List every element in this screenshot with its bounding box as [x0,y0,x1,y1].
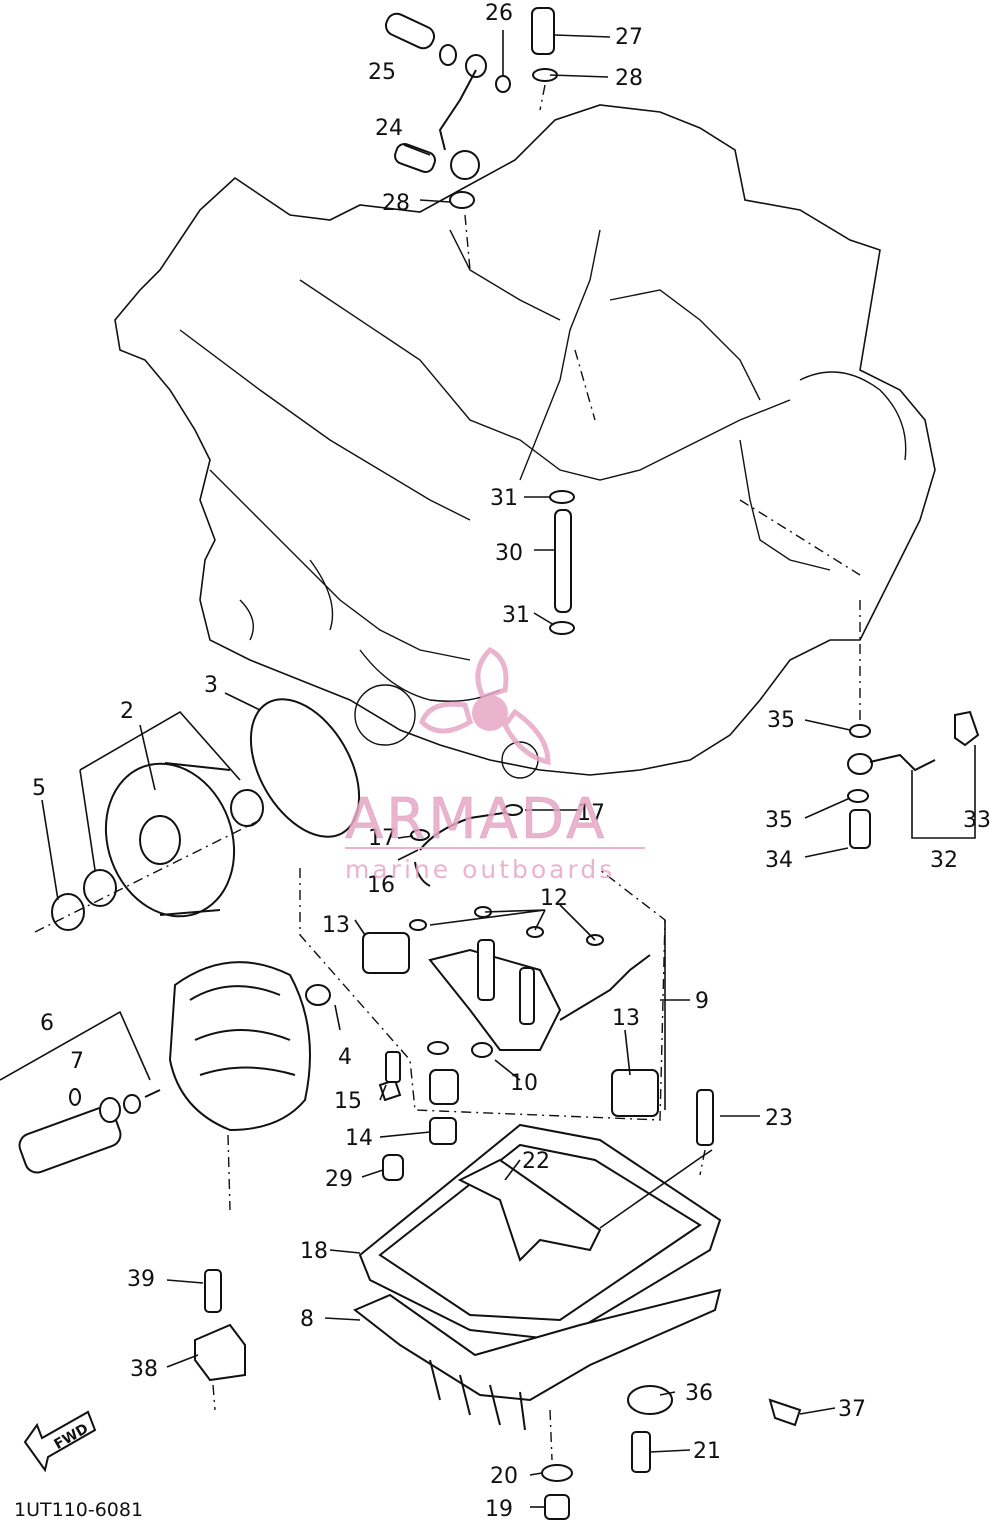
callout-39: 39 [127,1267,155,1292]
armada-watermark: ARMADA marine outboards [345,646,645,884]
drain-hardware [194,1154,802,1520]
drawing-code: 1UT110-6081 [14,1499,143,1521]
callout-13-left: 13 [322,913,350,938]
callout-28-top: 28 [615,66,643,91]
callout-34: 34 [765,848,793,873]
callout-5: 5 [32,776,46,801]
callout-35-top: 35 [767,708,795,733]
propeller-logo-icon [419,646,551,766]
oil-delivery-pipe [847,600,980,849]
callout-10: 10 [510,1071,538,1096]
oil-filter-assembly [34,698,361,933]
callout-27: 27 [615,25,643,50]
breather-assembly [384,7,558,271]
callout-30: 30 [495,541,523,566]
callout-4: 4 [338,1045,352,1070]
leader-lines [41,30,851,1508]
callout-2: 2 [120,699,134,724]
engine-block [114,104,936,779]
callout-labels: 26 27 25 28 24 28 31 30 31 3 2 35 5 17 1… [14,1,990,1522]
fwd-arrow-icon: FWD [23,1410,97,1473]
watermark-brand: ARMADA [345,787,607,852]
callout-16: 16 [367,873,395,898]
callout-22: 22 [522,1149,550,1174]
callout-12: 12 [540,886,568,911]
callout-19: 19 [485,1497,513,1522]
callout-15: 15 [334,1089,362,1114]
callout-17-left: 17 [368,826,396,851]
callout-28-mid: 28 [382,191,410,216]
callout-24: 24 [375,116,403,141]
callout-38: 38 [130,1357,158,1382]
oil-cooler-cover [0,961,331,1211]
callout-8: 8 [300,1307,314,1332]
callout-23: 23 [765,1106,793,1131]
callout-26: 26 [485,1,513,26]
callout-35-bottom: 35 [765,808,793,833]
callout-31-top: 31 [490,486,518,511]
callout-13-right: 13 [612,1006,640,1031]
callout-25: 25 [368,60,396,85]
callout-6: 6 [40,1011,54,1036]
callout-20: 20 [490,1464,518,1489]
callout-37: 37 [838,1397,866,1422]
callout-21: 21 [693,1439,721,1464]
oil-pan [353,1089,722,1431]
callout-31-bottom: 31 [502,603,530,628]
callout-32: 32 [930,848,958,873]
oil-pipe-assembly [549,490,575,635]
watermark-tagline: marine outboards [345,855,615,884]
callout-29: 29 [325,1167,353,1192]
callout-3: 3 [204,673,218,698]
callout-17-right: 17 [577,801,605,826]
callout-7: 7 [70,1049,84,1074]
callout-9: 9 [695,989,709,1014]
callout-33: 33 [963,808,990,833]
callout-36: 36 [685,1381,713,1406]
callout-14: 14 [345,1126,373,1151]
callout-18: 18 [300,1239,328,1264]
